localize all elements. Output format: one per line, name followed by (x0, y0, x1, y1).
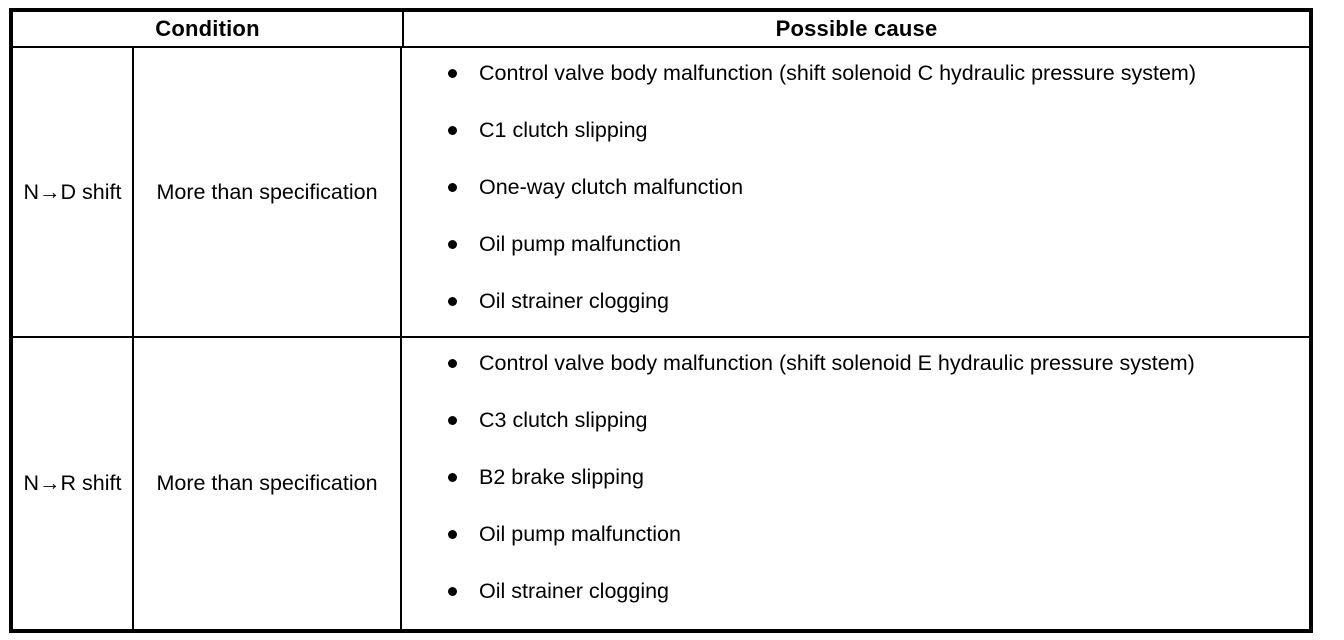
specification-label: More than specification (156, 471, 378, 495)
bullet-icon (448, 69, 457, 78)
list-item: C3 clutch slipping (446, 405, 1289, 435)
cause-text: Control valve body malfunction (shift so… (479, 61, 1196, 85)
table-body: N→D shift More than specification Contro… (13, 48, 1309, 629)
cause-text: C3 clutch slipping (479, 408, 648, 432)
column-header-possible-cause: Possible cause (402, 12, 1309, 46)
shift-condition-label: N→R shift (23, 471, 122, 495)
possible-cause-list: Control valve body malfunction (shift so… (446, 348, 1301, 606)
cause-text: Oil strainer clogging (479, 289, 670, 313)
cell-possible-causes: Control valve body malfunction (shift so… (402, 48, 1309, 336)
bullet-icon (448, 530, 457, 539)
cause-text: Control valve body malfunction (shift so… (479, 351, 1195, 375)
specification-label: More than specification (156, 179, 378, 204)
list-item: Control valve body malfunction (shift so… (446, 348, 1289, 378)
cell-shift-condition: N→D shift (13, 48, 134, 336)
list-item: B2 brake slipping (446, 462, 1289, 492)
diagnosis-table: Condition Possible cause N→D shift More … (9, 8, 1313, 633)
cell-specification: More than specification (134, 48, 402, 336)
column-header-condition: Condition (155, 16, 260, 41)
table-header-row: Condition Possible cause (13, 12, 1309, 48)
cause-text: Oil pump malfunction (479, 232, 681, 256)
list-item: One-way clutch malfunction (446, 172, 1289, 202)
bullet-icon (448, 297, 457, 306)
cell-shift-condition: N→R shift (13, 338, 134, 629)
bullet-icon (448, 473, 457, 482)
cell-specification: More than specification (134, 338, 402, 629)
list-item: Oil strainer clogging (446, 286, 1289, 316)
bullet-icon (448, 240, 457, 249)
shift-condition-label: N→D shift (23, 179, 122, 204)
table-row: N→R shift More than specification Contro… (13, 338, 1309, 629)
cell-possible-causes: Control valve body malfunction (shift so… (402, 338, 1309, 629)
bullet-icon (448, 416, 457, 425)
list-item: Oil pump malfunction (446, 229, 1289, 259)
cause-text: Oil strainer clogging (479, 579, 670, 603)
cause-text: One-way clutch malfunction (479, 175, 744, 199)
list-item: Control valve body malfunction (shift so… (446, 58, 1289, 88)
list-item: Oil strainer clogging (446, 576, 1289, 606)
cause-text: Oil pump malfunction (479, 522, 681, 546)
bullet-icon (448, 183, 457, 192)
table-row: N→D shift More than specification Contro… (13, 48, 1309, 338)
possible-cause-list: Control valve body malfunction (shift so… (446, 58, 1301, 316)
bullet-icon (448, 587, 457, 596)
cause-text: B2 brake slipping (479, 465, 644, 489)
bullet-icon (448, 359, 457, 368)
list-item: Oil pump malfunction (446, 519, 1289, 549)
cause-text: C1 clutch slipping (479, 118, 648, 142)
bullet-icon (448, 126, 457, 135)
list-item: C1 clutch slipping (446, 115, 1289, 145)
